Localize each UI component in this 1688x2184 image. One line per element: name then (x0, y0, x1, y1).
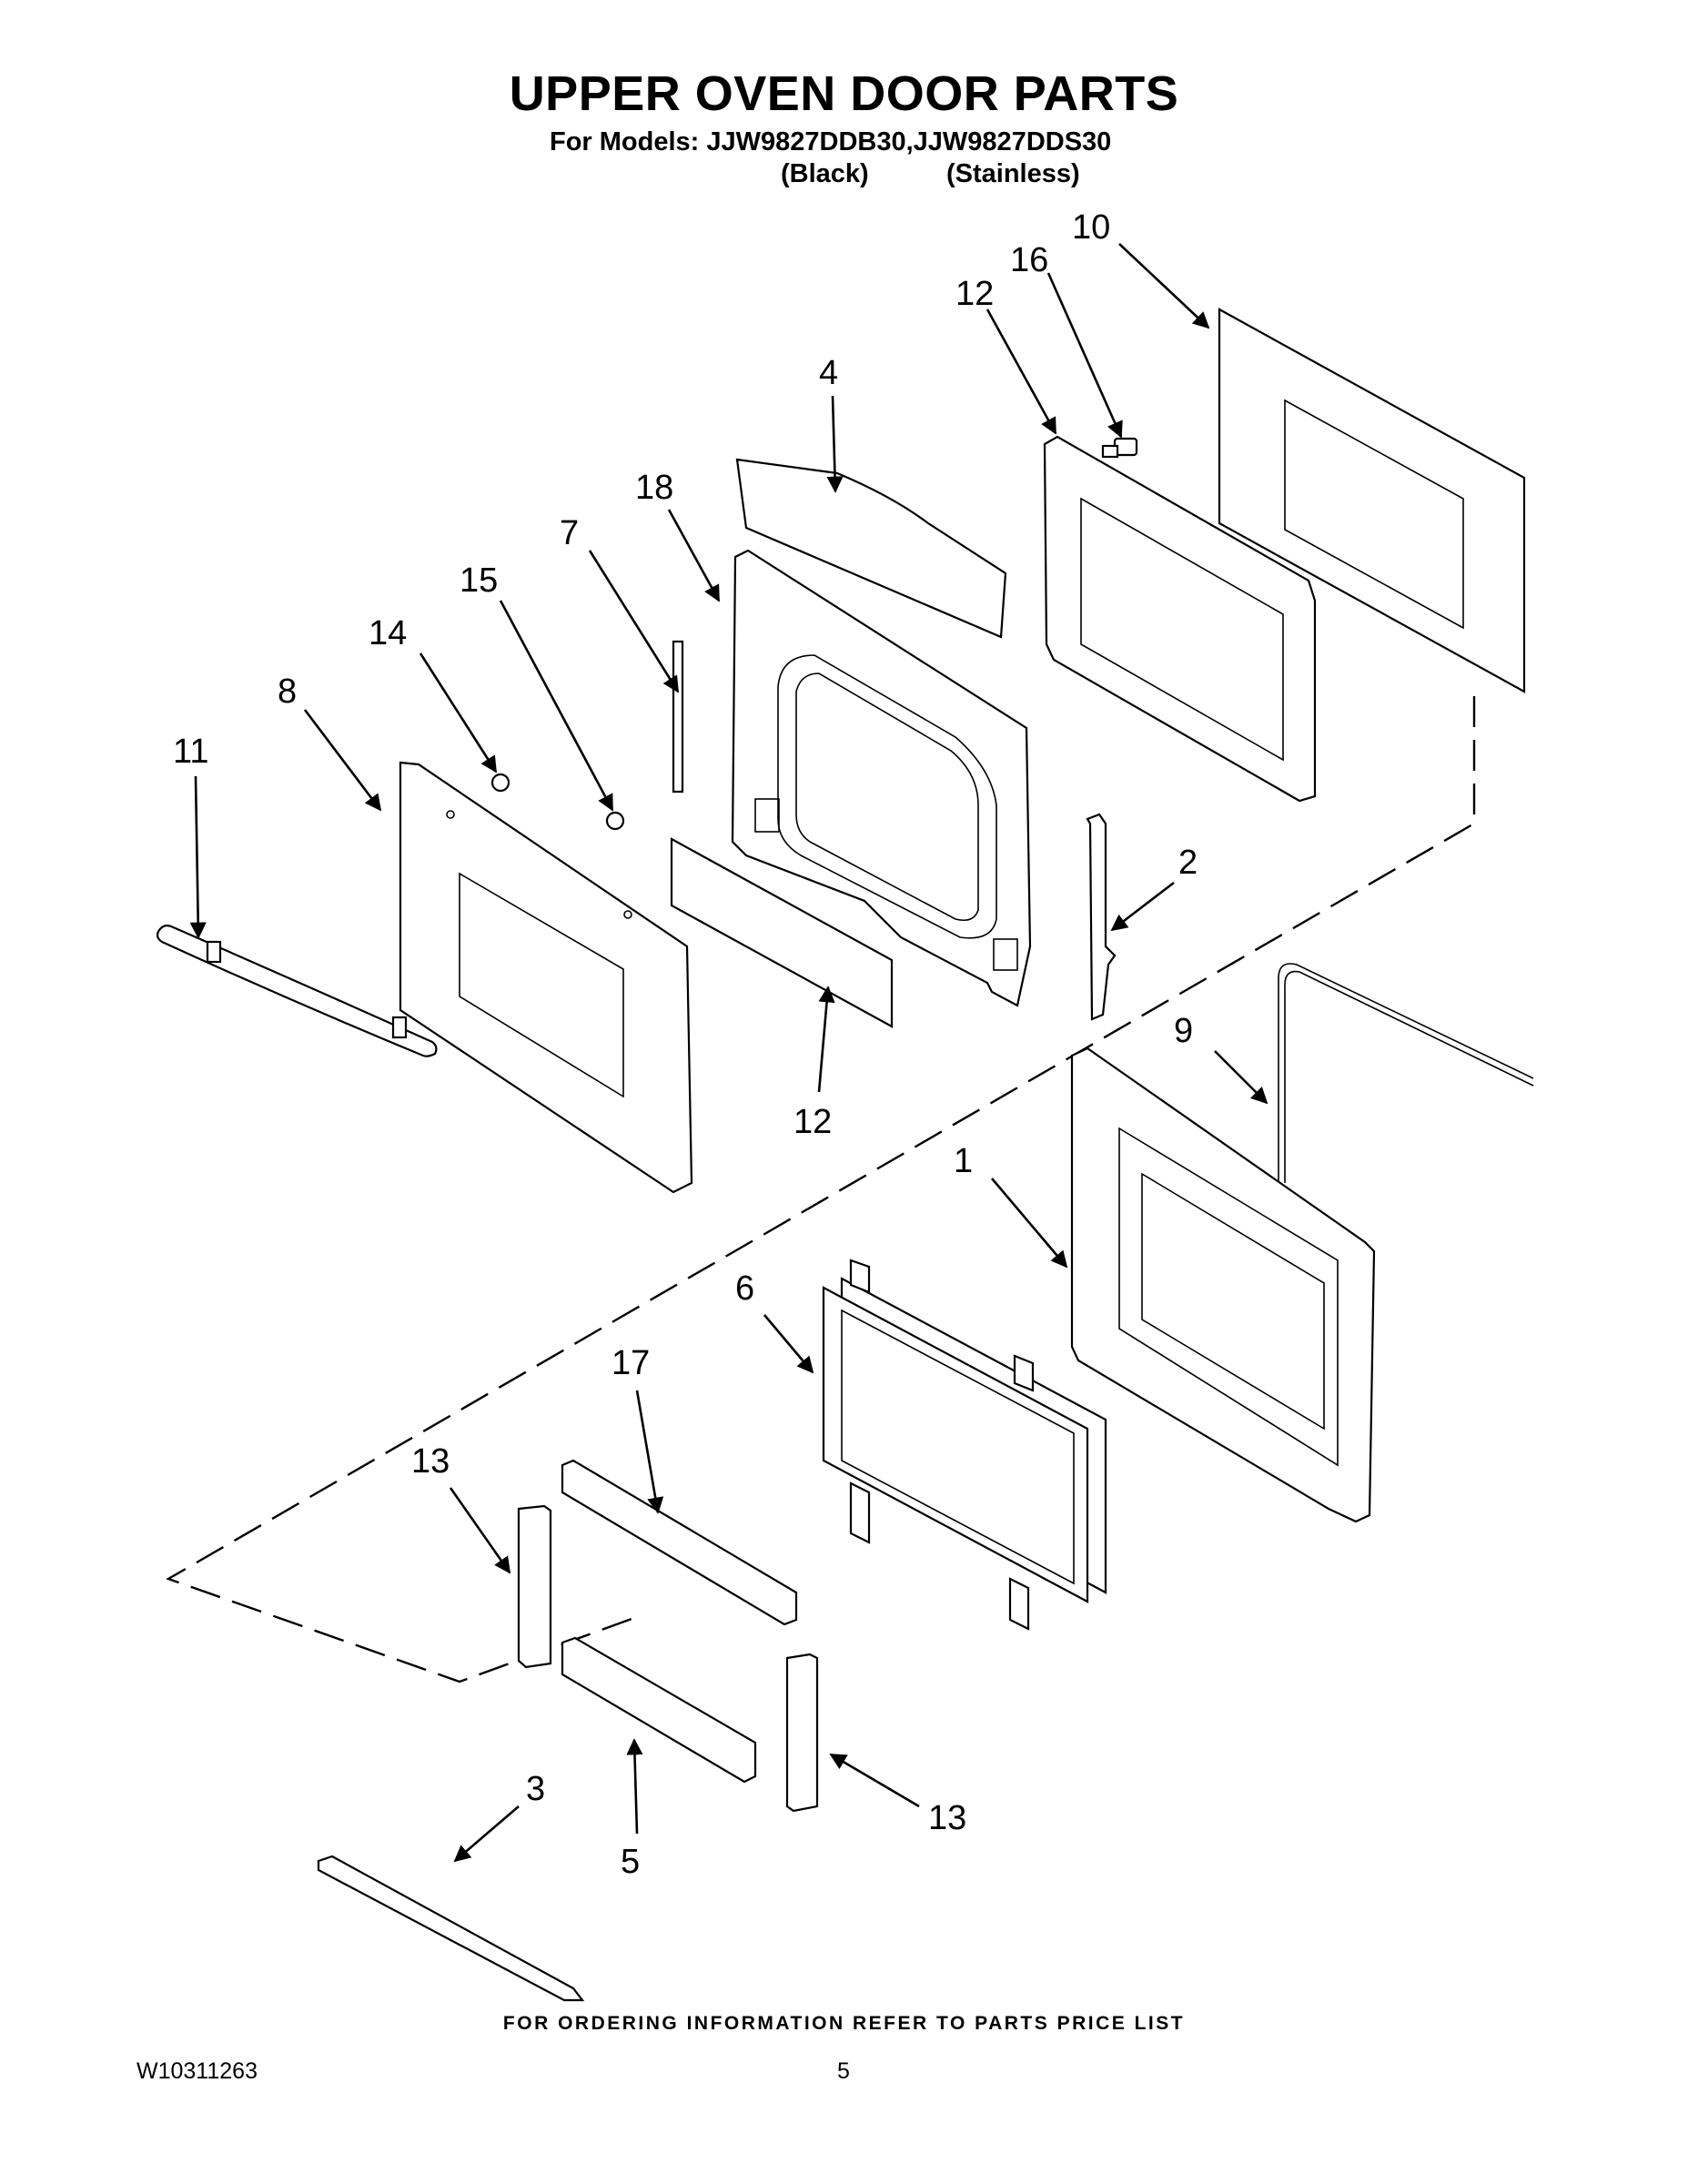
part-1-inner-door (1070, 1046, 1376, 1523)
part-7-bracket (672, 640, 684, 794)
part-6-window-pack (822, 1259, 1107, 1631)
document-number: W10311263 (136, 2058, 258, 2084)
part-18-inner-liner (731, 549, 1032, 1007)
part-13-right-spacer (785, 1653, 819, 1813)
part-13-left-spacer (517, 1504, 552, 1669)
callout-14: 17 (612, 1344, 650, 1382)
callout-13-right: 13 (928, 1799, 966, 1837)
variant-black-label: (Black) (781, 159, 869, 188)
part-10-outer-glass (1218, 308, 1526, 693)
part-9-gasket (1278, 963, 1534, 1183)
page-number: 5 (837, 2058, 850, 2084)
leader-arrows (189, 243, 1269, 1863)
part-11-handle (156, 925, 438, 1057)
part-15-screw (1101, 437, 1138, 459)
callout-16: 14 (369, 614, 407, 652)
callout-17: 15 (460, 561, 498, 600)
callout-4: 4 (819, 354, 838, 392)
part-17-spacer (605, 811, 625, 831)
part-12-insulation-panel (670, 837, 894, 1028)
callout-5: 5 (621, 1843, 640, 1881)
part-4-top-strip (735, 458, 1007, 639)
callout-6: 6 (735, 1269, 754, 1308)
callout-1: 1 (954, 1142, 973, 1180)
part-5-spacer-bar (561, 1636, 757, 1784)
callout-3: 3 (526, 1770, 545, 1808)
callout-12-lower: 12 (793, 1103, 832, 1141)
callout-2: 2 (1178, 844, 1198, 882)
part-14-spacer-bar (561, 1459, 798, 1626)
part-3-bottom-trim (317, 1855, 585, 2002)
callout-13-left: 13 (411, 1442, 450, 1481)
callout-12-upper: 12 (955, 275, 994, 313)
variant-stainless-label: (Stainless) (946, 159, 1080, 188)
callout-9: 9 (1174, 1012, 1193, 1050)
callout-7: 7 (560, 514, 579, 552)
models-line: For Models: JJW9827DDB30,JJW9827DDS30 (550, 127, 1112, 157)
callout-15: 16 (1010, 241, 1048, 279)
callout-10: 10 (1072, 208, 1110, 247)
part-12-glass-frame (1043, 435, 1317, 803)
callout-11: 11 (173, 733, 208, 771)
callout-8: 8 (278, 672, 297, 711)
part-8-outer-door-panel (399, 761, 693, 1194)
part-2-hinge (1086, 813, 1117, 1021)
ordering-note: FOR ORDERING INFORMATION REFER TO PARTS … (502, 2013, 1186, 2034)
part-16-spacer (490, 773, 510, 793)
page-title: UPPER OVEN DOOR PARTS (509, 66, 1179, 121)
callout-labels: 10 16 12 4 18 7 15 14 8 11 2 12 9 1 6 17… (173, 208, 1198, 1881)
callout-18: 18 (635, 469, 673, 507)
